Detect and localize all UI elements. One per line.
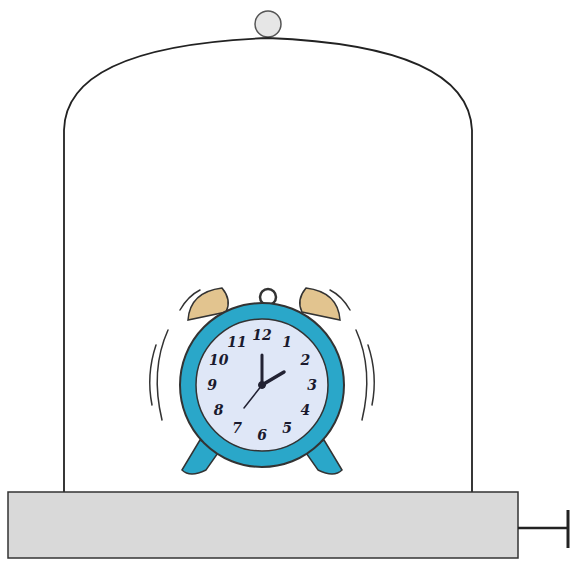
clock-number: 9 xyxy=(207,378,217,392)
clock-hands xyxy=(244,355,284,408)
clock-number: 4 xyxy=(300,403,310,417)
base-plate xyxy=(8,492,518,558)
clock-number: 1 xyxy=(282,335,292,349)
clock-number: 11 xyxy=(227,335,246,349)
clock-number: 6 xyxy=(257,428,267,442)
clock-number: 8 xyxy=(214,403,224,417)
glass-jar xyxy=(64,38,472,492)
clock-number: 7 xyxy=(232,421,242,435)
clock-number: 10 xyxy=(209,353,228,367)
clock-number: 2 xyxy=(300,353,310,367)
jar-knob xyxy=(255,11,281,37)
clock-body xyxy=(180,303,344,467)
clock-number: 3 xyxy=(307,378,317,392)
clock-number: 12 xyxy=(252,328,271,342)
pump-valve xyxy=(567,510,570,548)
clock-face xyxy=(196,319,328,451)
pump-pipe xyxy=(518,527,568,530)
clock-number: 5 xyxy=(282,421,292,435)
